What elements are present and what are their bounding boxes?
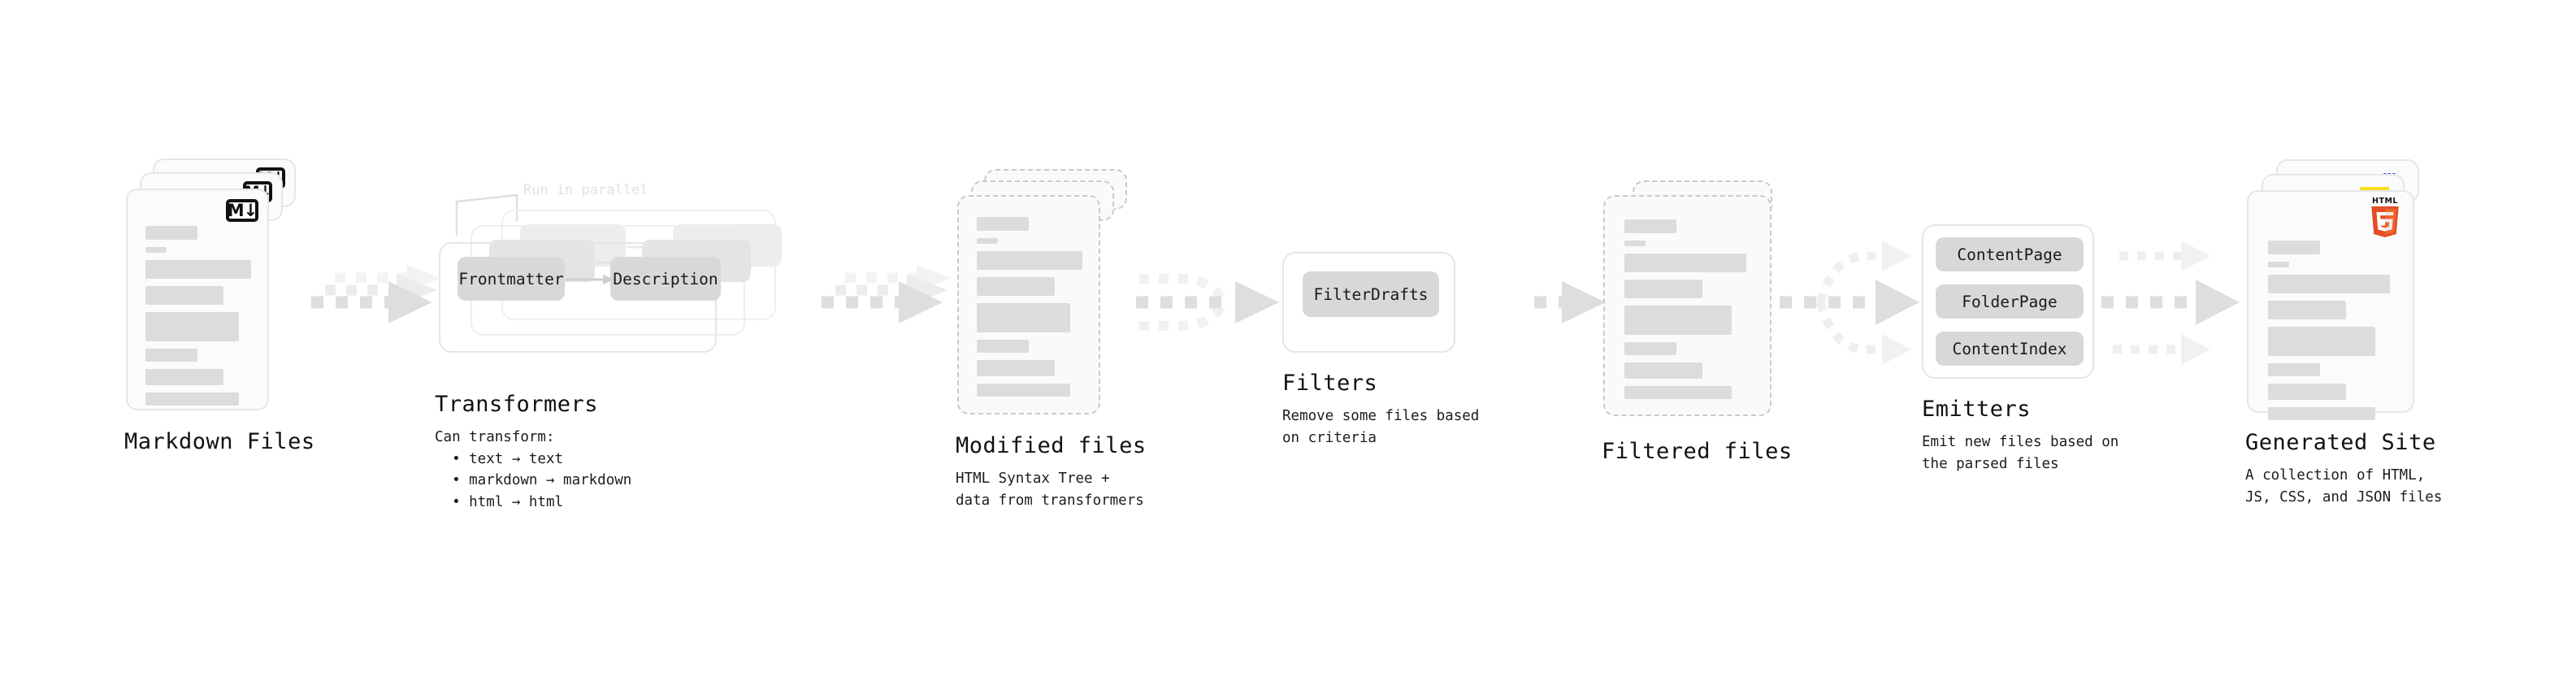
generated-site-title: Generated Site bbox=[2245, 430, 2436, 455]
connector-filtered-to-emitters bbox=[1780, 241, 1919, 365]
markdown-icon: M↓ bbox=[226, 199, 258, 222]
connector-modified-to-filters bbox=[1136, 274, 1279, 331]
html5-icon: HTML bbox=[2369, 197, 2401, 237]
stage-filtered-files: Filtered files bbox=[1602, 180, 1792, 464]
emitters-subtitle: Emit new files based on the parsed files bbox=[1922, 434, 2119, 472]
transformer-pill-description[interactable]: Description bbox=[610, 257, 721, 301]
connector-emitters-to-site bbox=[2101, 241, 2240, 365]
stage-markdown-files: M↓ M↓ M↓ Markdown Files bbox=[124, 158, 314, 454]
emitters-pill-contentpage[interactable]: ContentPage bbox=[1936, 237, 2084, 271]
filters-subtitle: Remove some files based on criteria bbox=[1282, 408, 1480, 446]
filtered-files-title: Filtered files bbox=[1602, 439, 1793, 464]
modified-card-front[interactable] bbox=[957, 195, 1100, 414]
markdown-card-front[interactable]: M↓ bbox=[126, 189, 269, 410]
filtered-card-front[interactable] bbox=[1603, 195, 1772, 416]
emitters-pill-contentindex[interactable]: ContentIndex bbox=[1936, 332, 2084, 366]
modified-card-stack bbox=[957, 163, 1132, 431]
transformer-pill-frontmatter[interactable]: Frontmatter bbox=[458, 257, 565, 301]
generated-card-stack: CSS HTML bbox=[2247, 159, 2434, 427]
markdown-files-title: Markdown Files bbox=[124, 429, 315, 454]
modified-files-subtitle: HTML Syntax Tree + data from transformer… bbox=[956, 471, 1144, 509]
markdown-card-stack: M↓ M↓ M↓ bbox=[126, 158, 301, 427]
filters-group[interactable]: FilterDrafts bbox=[1282, 252, 1455, 353]
modified-placeholder-lines bbox=[977, 217, 1082, 404]
filters-pill-filterdrafts[interactable]: FilterDrafts bbox=[1303, 271, 1439, 317]
generated-placeholder-lines bbox=[2268, 241, 2393, 427]
generated-card-front[interactable]: HTML bbox=[2247, 190, 2414, 420]
stage-emitters: ContentPage FolderPage ContentIndex Emit… bbox=[1922, 224, 2118, 472]
stage-filters: FilterDrafts Filters Remove some files b… bbox=[1282, 252, 1479, 446]
stage-generated-site: CSS HTML bbox=[2245, 159, 2442, 505]
markdown-placeholder-lines bbox=[145, 226, 251, 413]
filters-title: Filters bbox=[1282, 371, 1378, 396]
transformer-group-front[interactable]: Frontmatter Description bbox=[439, 242, 721, 353]
emitters-group[interactable]: ContentPage FolderPage ContentIndex bbox=[1922, 224, 2094, 379]
modified-files-title: Modified files bbox=[956, 433, 1147, 458]
filtered-placeholder-lines bbox=[1624, 219, 1750, 406]
generated-site-subtitle: A collection of HTML, JS, CSS, and JSON … bbox=[2245, 467, 2443, 505]
transformer-arrow-front bbox=[566, 275, 614, 284]
emitters-title: Emitters bbox=[1922, 397, 2032, 422]
run-in-parallel-label: Run in parallel bbox=[523, 182, 648, 198]
stage-modified-files: Modified files HTML Syntax Tree + data f… bbox=[956, 163, 1146, 509]
connector-filters-to-filtered bbox=[1534, 281, 1606, 323]
transformers-title: Transformers bbox=[435, 392, 599, 417]
filtered-card-stack bbox=[1603, 180, 1778, 440]
connector-transformers-to-modified bbox=[822, 265, 952, 323]
transformers-subtitle: Can transform: • text → text • markdown … bbox=[435, 429, 632, 510]
connector-md-to-transformers bbox=[311, 265, 442, 323]
emitters-pill-folderpage[interactable]: FolderPage bbox=[1936, 284, 2084, 319]
